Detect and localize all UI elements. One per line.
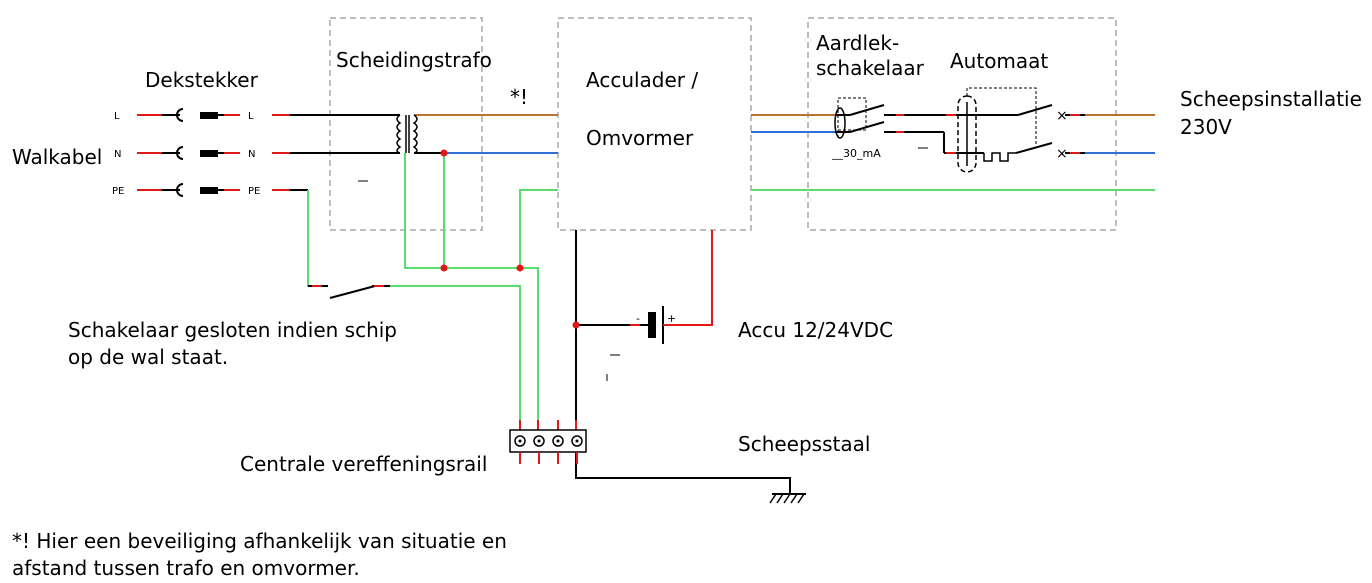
ground-symbol (769, 493, 806, 504)
battery-minus: - (636, 312, 640, 325)
svg-text:×: × (1056, 108, 1068, 124)
acculader-box (557, 17, 752, 231)
pin-right-pe: PE (248, 186, 260, 197)
plug-to-trafo-wires (272, 114, 400, 191)
scheidingstrafo-label: Scheidingstrafo (336, 48, 492, 72)
dekstekker-symbol (175, 108, 240, 197)
schakelaar-label-2: op de wal staat. (68, 345, 228, 369)
scheepsstaal-label: Scheepsstaal (738, 432, 870, 456)
aardlek-automaat-box (807, 17, 1117, 231)
earth-switch (308, 285, 390, 299)
acculader-label-2: Omvormer (586, 126, 694, 150)
scheepsinstallatie-label-1: Scheepsinstallatie (1180, 87, 1362, 111)
battery-plus: + (667, 312, 676, 325)
footnote-line-2: afstand tussen trafo en omvormer. (12, 556, 360, 580)
asterisk-mark: *! (510, 85, 528, 109)
pin-right-n: N (248, 149, 255, 160)
aardlek-wiring (835, 114, 1018, 154)
pin-left-l: L (114, 111, 120, 122)
junction-dots (440, 149, 580, 329)
transformer-symbol (396, 114, 418, 154)
rcd-symbol (834, 97, 885, 140)
vereffeningsrail-label: Centrale vereffeningsrail (240, 452, 487, 476)
battery-symbol (648, 230, 713, 344)
aardlek-label-2: schakelaar (816, 56, 925, 80)
walkabel-wires (137, 114, 175, 191)
mcb-symbol: × × (957, 87, 1068, 173)
svg-text:×: × (1056, 146, 1068, 162)
accu-label: Accu 12/24VDC (738, 318, 893, 342)
pin-left-n: N (114, 149, 121, 160)
acculader-label-1: Acculader / (586, 68, 698, 92)
schakelaar-label-1: Schakelaar gesloten indien schip (68, 318, 397, 342)
aardlek-rating: __30_mA (831, 147, 881, 160)
earth-network (307, 153, 558, 432)
aardlek-label-1: Aardlek- (816, 31, 899, 55)
vereffeningsrail-symbol (509, 420, 587, 464)
pin-left-pe: PE (112, 186, 124, 197)
pin-right-l: L (248, 111, 254, 122)
automaat-label: Automaat (950, 49, 1048, 73)
scheepsinstallatie-label-2: 230V (1180, 115, 1232, 139)
dc-wiring (575, 230, 791, 494)
dekstekker-label: Dekstekker (145, 68, 259, 92)
walkabel-label: Walkabel (12, 145, 102, 169)
footnote-line-1: *! Hier een beveiliging afhankelijk van … (12, 529, 507, 553)
